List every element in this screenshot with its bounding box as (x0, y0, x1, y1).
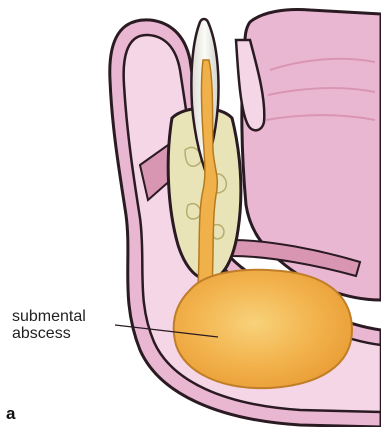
abscess-label-line1: submental (12, 308, 86, 325)
abscess-label-line2: abscess (12, 325, 71, 342)
panel-label: a (6, 404, 15, 424)
abscess-collection (174, 270, 352, 388)
